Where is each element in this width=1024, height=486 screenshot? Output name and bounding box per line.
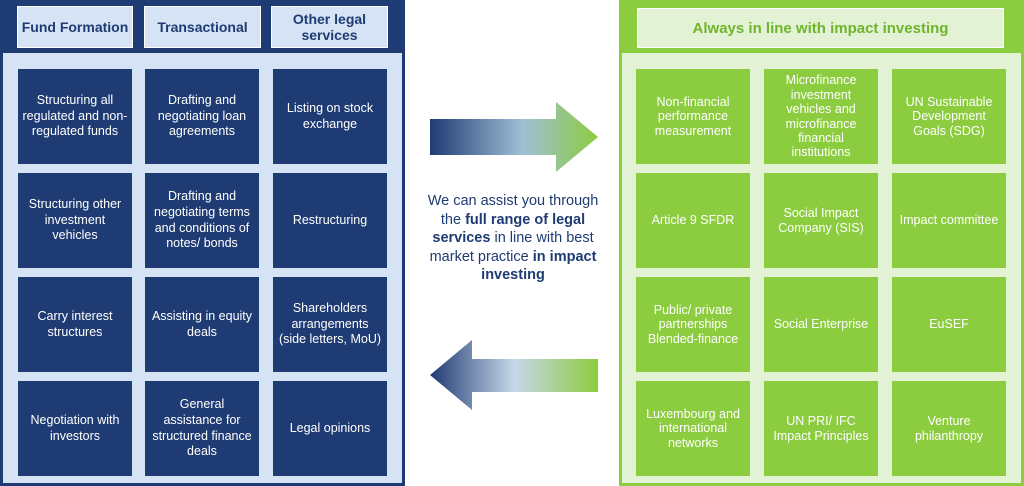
impact-microfinance: Microfinance investment vehicles and mic…: [764, 69, 878, 164]
impact-social-enterprise: Social Enterprise: [764, 277, 878, 372]
center-text-1: We can assist you through the: [427, 193, 599, 228]
service-stock-listing: Listing on stock exchange: [273, 69, 387, 164]
service-other-vehicles: Structuring other investment vehicles: [18, 173, 132, 268]
center-text-4: in impact investing: [481, 248, 597, 284]
impact-article9-sfdr: Article 9 SFDR: [636, 173, 750, 268]
left-header-bar: Fund Formation Transactional Other legal…: [3, 3, 402, 53]
impact-committee: Impact committee: [892, 173, 1006, 268]
header-impact-investing: Always in line with impact investing: [637, 8, 1004, 48]
service-structuring-funds: Structuring all regulated and non-regula…: [18, 69, 132, 164]
service-notes-bonds: Drafting and negotiating terms and condi…: [145, 173, 259, 268]
impact-non-financial-measurement: Non-financial performance measurement: [636, 69, 750, 164]
service-structured-finance: General assistance for structured financ…: [145, 381, 259, 476]
header-transactional: Transactional: [144, 6, 261, 48]
impact-eusef: EuSEF: [892, 277, 1006, 372]
service-legal-opinions: Legal opinions: [273, 381, 387, 476]
header-fund-formation: Fund Formation: [17, 6, 133, 48]
impact-social-impact-company: Social Impact Company (SIS): [764, 173, 878, 268]
right-header-bar: Always in line with impact investing: [622, 3, 1021, 53]
center-text-2: full range of legal services: [432, 211, 586, 247]
service-restructuring: Restructuring: [273, 173, 387, 268]
impact-un-pri-ifc: UN PRI/ IFC Impact Principles: [764, 381, 878, 476]
center-text-3: in line with best market practice: [429, 230, 594, 265]
impact-un-sdg: UN Sustainable Development Goals (SDG): [892, 69, 1006, 164]
header-other-legal-services: Other legal services: [271, 6, 388, 48]
impact-ppp-blended-finance: Public/ private partnerships Blended-fin…: [636, 277, 750, 372]
service-negotiation-investors: Negotiation with investors: [18, 381, 132, 476]
service-carry-interest: Carry interest structures: [18, 277, 132, 372]
service-loan-agreements: Drafting and negotiating loan agreements: [145, 69, 259, 164]
impact-investing-panel: Always in line with impact investing Non…: [619, 0, 1024, 486]
service-equity-deals: Assisting in equity deals: [145, 277, 259, 372]
impact-luxembourg-networks: Luxembourg and international networks: [636, 381, 750, 476]
legal-services-panel: Fund Formation Transactional Other legal…: [0, 0, 405, 486]
left-arrow-icon: [430, 340, 598, 410]
center-statement: We can assist you through the full range…: [420, 192, 606, 285]
impact-venture-philanthropy: Venture philanthropy: [892, 381, 1006, 476]
service-shareholders-arrangements: Shareholders arrangements (side letters,…: [273, 277, 387, 372]
right-arrow-icon: [430, 102, 598, 172]
